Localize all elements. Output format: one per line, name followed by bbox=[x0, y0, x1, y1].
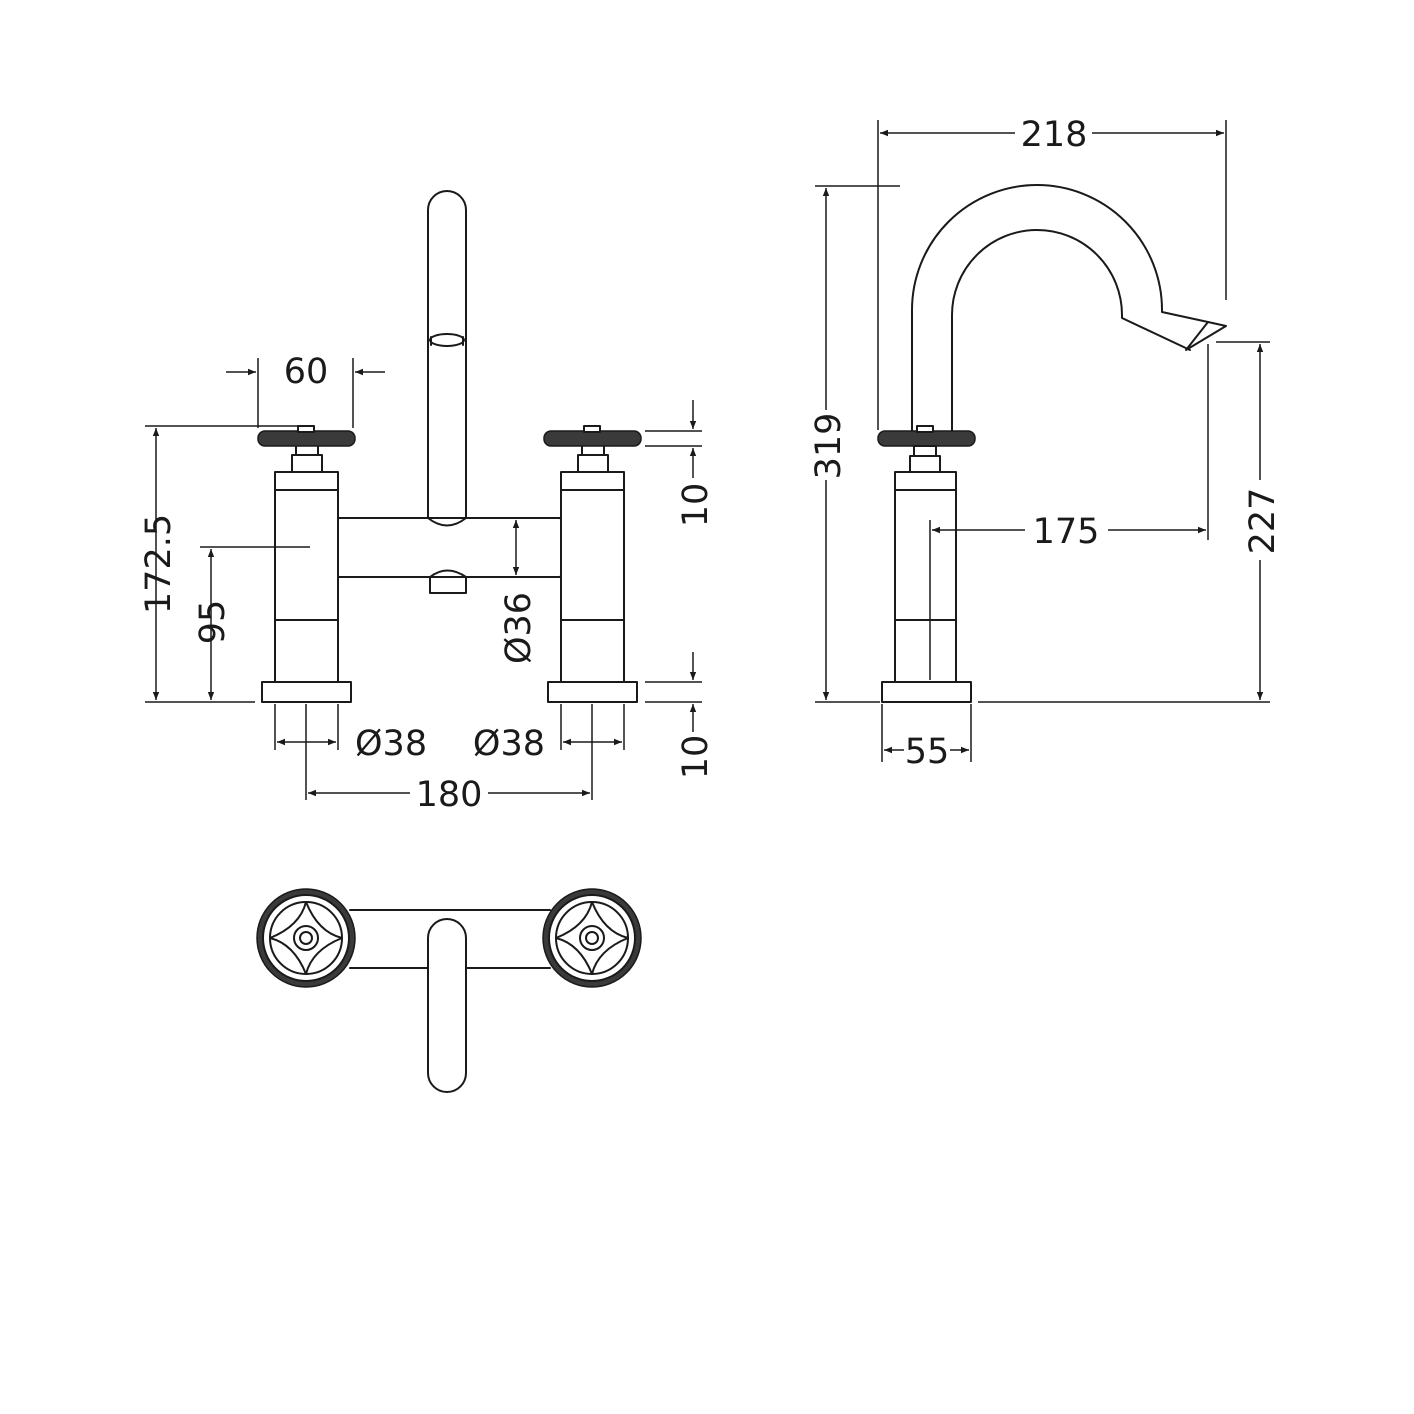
side-body bbox=[881, 471, 972, 703]
label-total-height: 319 bbox=[809, 413, 849, 480]
label-base-thickness: 10 bbox=[676, 735, 716, 780]
label-overall-height: 172.5 bbox=[139, 514, 179, 614]
front-view: 60 172.5 95 Ø36 10 bbox=[139, 190, 716, 815]
side-handle bbox=[877, 425, 976, 473]
front-right-pillar bbox=[543, 425, 642, 703]
dim-handle-thickness: 10 bbox=[645, 400, 716, 527]
label-base-diameter-left: Ø38 bbox=[355, 724, 427, 764]
top-right-handle bbox=[542, 888, 642, 988]
label-handle-thickness: 10 bbox=[676, 483, 716, 528]
top-left-handle bbox=[256, 888, 356, 988]
label-base-depth: 55 bbox=[905, 732, 950, 772]
dim-spout-outlet-height: 227 bbox=[978, 341, 1283, 703]
front-left-pillar bbox=[257, 425, 356, 703]
dim-centres: 180 bbox=[305, 704, 593, 815]
top-view bbox=[256, 888, 642, 1093]
dim-total-height: 319 bbox=[809, 185, 900, 703]
dim-base-thickness: 10 bbox=[645, 652, 716, 779]
dim-base-diameter-right: Ø38 bbox=[473, 704, 625, 764]
front-spout bbox=[427, 190, 467, 523]
label-centres: 180 bbox=[416, 775, 483, 815]
dim-handle-spacing: 60 bbox=[226, 352, 385, 428]
label-base-diameter-right: Ø38 bbox=[473, 724, 545, 764]
dim-overall-height: 172.5 bbox=[139, 425, 300, 703]
dim-base-diameter-left: Ø38 bbox=[274, 704, 427, 764]
side-view: 218 319 175 227 55 bbox=[809, 115, 1283, 772]
label-spout-projection: 218 bbox=[1021, 115, 1088, 155]
label-handle-spacing: 60 bbox=[284, 352, 329, 392]
label-bridge-diameter: Ø36 bbox=[499, 592, 539, 664]
label-spout-reach: 175 bbox=[1033, 512, 1100, 552]
label-spout-outlet-height: 227 bbox=[1243, 488, 1283, 555]
dim-base-depth: 55 bbox=[881, 704, 972, 772]
dim-spout-reach: 175 bbox=[932, 344, 1209, 552]
top-spout bbox=[427, 918, 467, 1093]
label-bridge-height: 95 bbox=[193, 600, 233, 645]
side-spout bbox=[911, 184, 1227, 433]
front-bridge bbox=[312, 517, 586, 594]
dim-spout-projection: 218 bbox=[877, 115, 1227, 430]
dim-bridge-diameter: Ø36 bbox=[499, 520, 539, 664]
dim-bridge-height: 95 bbox=[193, 546, 310, 700]
